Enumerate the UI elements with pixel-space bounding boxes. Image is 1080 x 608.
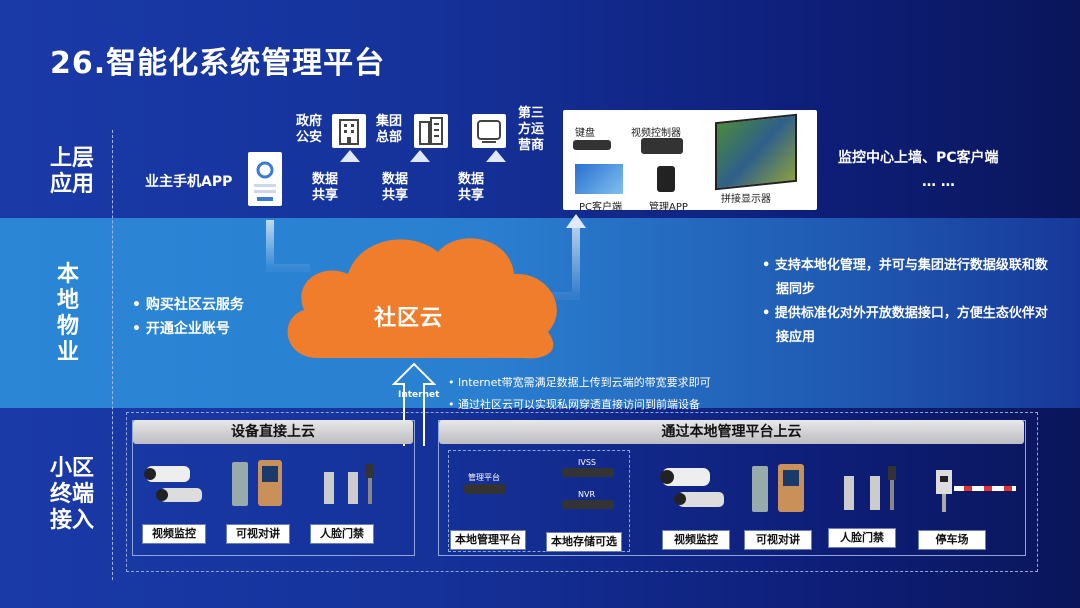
right-bullet-1: • 支持本地化管理，并可与集团进行数据级联和数据同步 bbox=[762, 258, 1048, 297]
owner-app-label: 业主手机APP bbox=[145, 174, 233, 190]
data-share-label-3: 数据 共享 bbox=[458, 172, 485, 203]
platform-item-local-mgmt: 本地管理平台 bbox=[450, 530, 526, 550]
nvr-device-icon bbox=[562, 500, 614, 509]
row-label-terminal: 小区 终端 接入 bbox=[50, 456, 95, 533]
phone-app-icon bbox=[248, 152, 282, 206]
community-cloud-shape bbox=[287, 238, 557, 359]
mgmt-app-label: 管理APP bbox=[649, 202, 688, 213]
platform-right-intercom: 可视对讲 bbox=[744, 530, 812, 550]
splice-display-icon bbox=[715, 113, 797, 191]
face-gate-icon-1 bbox=[320, 460, 380, 506]
intercom-icon-1 bbox=[232, 462, 248, 506]
platform-item-storage: 本地存储可选 bbox=[546, 532, 622, 552]
network-notes: • Internet带宽需满足数据上传到云端的带宽要求即可 • 通过社区云可以实… bbox=[448, 372, 711, 416]
left-bullets: • 购买社区云服务 • 开通企业账号 bbox=[132, 293, 244, 341]
parking-barrier-icon bbox=[930, 460, 1020, 514]
building-icon-gov bbox=[332, 114, 366, 148]
network-note-1: • Internet带宽需满足数据上传到云端的带宽要求即可 bbox=[448, 376, 711, 389]
network-note-2: • 通过社区云可以实现私网穿透直接访问到前端设备 bbox=[448, 398, 700, 411]
face-gate-icon-2 bbox=[840, 462, 904, 512]
keyboard-icon bbox=[573, 140, 611, 150]
direct-cloud-header: 设备直接上云 bbox=[133, 420, 413, 444]
platform-right-parking: 停车场 bbox=[918, 530, 986, 550]
platform-right-video: 视频监控 bbox=[662, 530, 730, 550]
video-controller-label: 视频控制器 bbox=[631, 128, 681, 139]
terminal-outer-box bbox=[126, 412, 1038, 572]
ivss-device-icon bbox=[562, 468, 614, 477]
gov-label: 政府 公安 bbox=[296, 114, 323, 145]
cloud-label: 社区云 bbox=[374, 306, 444, 331]
intercom-panel-icon-2 bbox=[778, 464, 804, 512]
mgmt-platform-device-label: 管理平台 bbox=[468, 473, 500, 482]
local-platform-group bbox=[448, 450, 630, 552]
more-ellipsis: … … bbox=[922, 174, 955, 190]
data-share-label-2: 数据 共享 bbox=[382, 172, 409, 203]
ivss-label: IVSS bbox=[578, 458, 596, 467]
right-bullet-2: • 提供标准化对外开放数据接口，方便生态伙伴对接应用 bbox=[762, 306, 1048, 345]
nvr-label: NVR bbox=[578, 490, 596, 499]
camera-icon-1 bbox=[140, 460, 210, 506]
row-label-upper: 上层 应用 bbox=[50, 146, 95, 197]
pc-client-label: PC客户端 bbox=[579, 202, 623, 213]
monitor-center-panel: 键盘 视频控制器 PC客户端 管理APP 拼接显示器 bbox=[563, 110, 817, 213]
internet-arrow bbox=[391, 362, 437, 446]
group-label: 集团 总部 bbox=[376, 114, 403, 145]
camera-icon-2 bbox=[656, 462, 732, 512]
row-label-local: 本 地 物 业 bbox=[56, 262, 79, 365]
internet-label: Internet bbox=[398, 390, 440, 400]
direct-item-intercom: 可视对讲 bbox=[226, 524, 290, 544]
keyboard-label: 键盘 bbox=[575, 128, 595, 139]
building-icon-group bbox=[414, 114, 448, 148]
left-bullet-2: • 开通企业账号 bbox=[132, 321, 230, 337]
intercom-icon-2 bbox=[752, 466, 768, 512]
right-bullets: • 支持本地化管理，并可与集团进行数据级联和数据同步 • 提供标准化对外开放数据… bbox=[762, 254, 1052, 350]
mgmt-app-icon bbox=[657, 166, 675, 192]
page-title: 26.智能化系统管理平台 bbox=[50, 46, 386, 81]
direct-item-video: 视频监控 bbox=[142, 524, 206, 544]
left-bullet-1: • 购买社区云服务 bbox=[132, 297, 244, 313]
monitor-center-label: 监控中心上墙、PC客户端 bbox=[838, 150, 999, 166]
monitor-icon-third bbox=[472, 114, 506, 148]
platform-right-face-gate: 人脸门禁 bbox=[828, 528, 896, 548]
pc-client-icon bbox=[575, 164, 623, 194]
third-party-label: 第三 方运 营商 bbox=[518, 106, 545, 153]
share-arrows bbox=[266, 150, 586, 300]
row-divider bbox=[112, 130, 113, 580]
mgmt-platform-device-icon bbox=[464, 484, 506, 494]
splice-display-label: 拼接显示器 bbox=[721, 194, 771, 205]
video-controller-icon bbox=[641, 138, 683, 154]
direct-item-face-gate: 人脸门禁 bbox=[310, 524, 374, 544]
data-share-label-1: 数据 共享 bbox=[312, 172, 339, 203]
platform-cloud-header: 通过本地管理平台上云 bbox=[439, 420, 1024, 444]
intercom-panel-icon-1 bbox=[258, 460, 282, 506]
